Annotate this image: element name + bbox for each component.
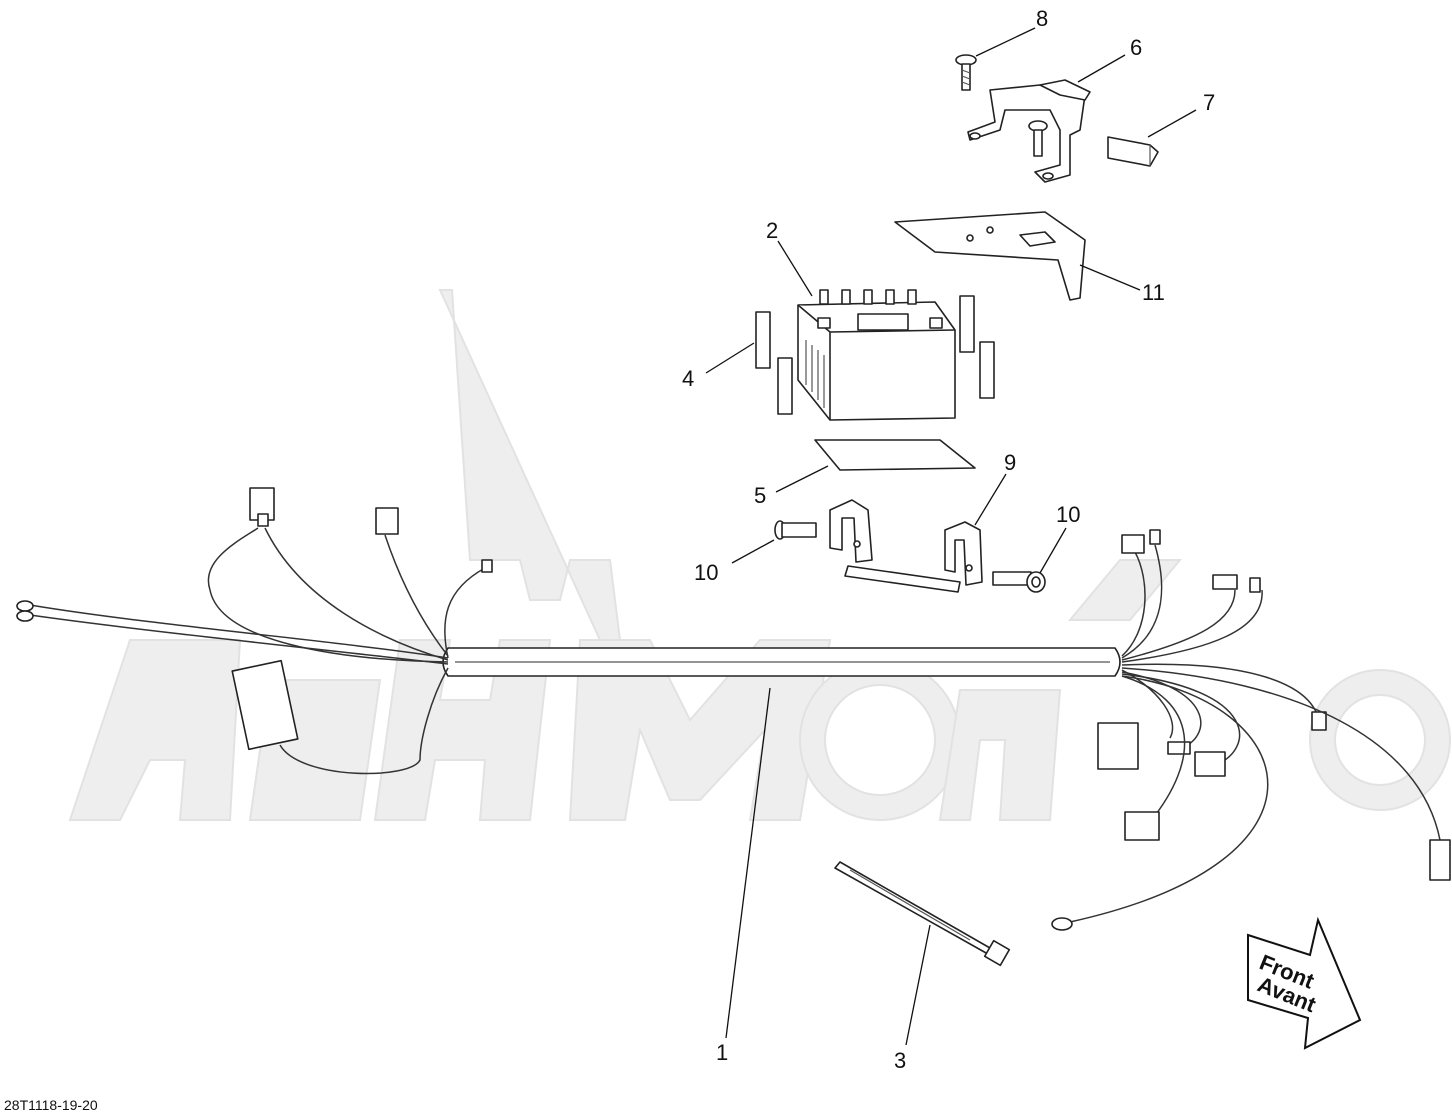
- callouts: 8 6 7 11 2 4 5 9 10 10 1 3: [682, 6, 1215, 1073]
- callout-11: 11: [1142, 280, 1165, 305]
- reference-code: 28T1118-19-20: [4, 1097, 98, 1113]
- callout-9: 9: [1004, 450, 1016, 475]
- battery-cover-part-11: [894, 211, 1086, 301]
- wiring-harness-part-1: [16, 487, 1451, 931]
- watermark: [68, 289, 1451, 821]
- callout-4: 4: [682, 366, 694, 391]
- callout-3: 3: [894, 1048, 906, 1073]
- bolt-part-10: [774, 520, 817, 540]
- callout-2: 2: [766, 218, 778, 243]
- callout-7: 7: [1203, 90, 1215, 115]
- pad-part-7: [1107, 136, 1159, 167]
- callout-10-right: 10: [1056, 502, 1080, 527]
- cable-tie-part-3: [834, 861, 1011, 967]
- battery-part-2: [797, 289, 956, 421]
- callout-5: 5: [754, 483, 766, 508]
- mat-part-5: [814, 439, 976, 471]
- strap-part-9: [829, 499, 983, 593]
- callout-8: 8: [1036, 6, 1048, 31]
- bracket-part-6: [967, 79, 1091, 183]
- spacer-pads-part-4: [755, 295, 995, 415]
- callout-1: 1: [716, 1040, 728, 1065]
- nut-bolt-part-10: [992, 571, 1046, 593]
- callout-6: 6: [1130, 35, 1142, 60]
- callout-10-left: 10: [694, 560, 718, 585]
- screw-part-8: [955, 54, 977, 91]
- leader-lines: [705, 27, 1197, 1046]
- front-arrow: Front Avant: [1247, 916, 1362, 1050]
